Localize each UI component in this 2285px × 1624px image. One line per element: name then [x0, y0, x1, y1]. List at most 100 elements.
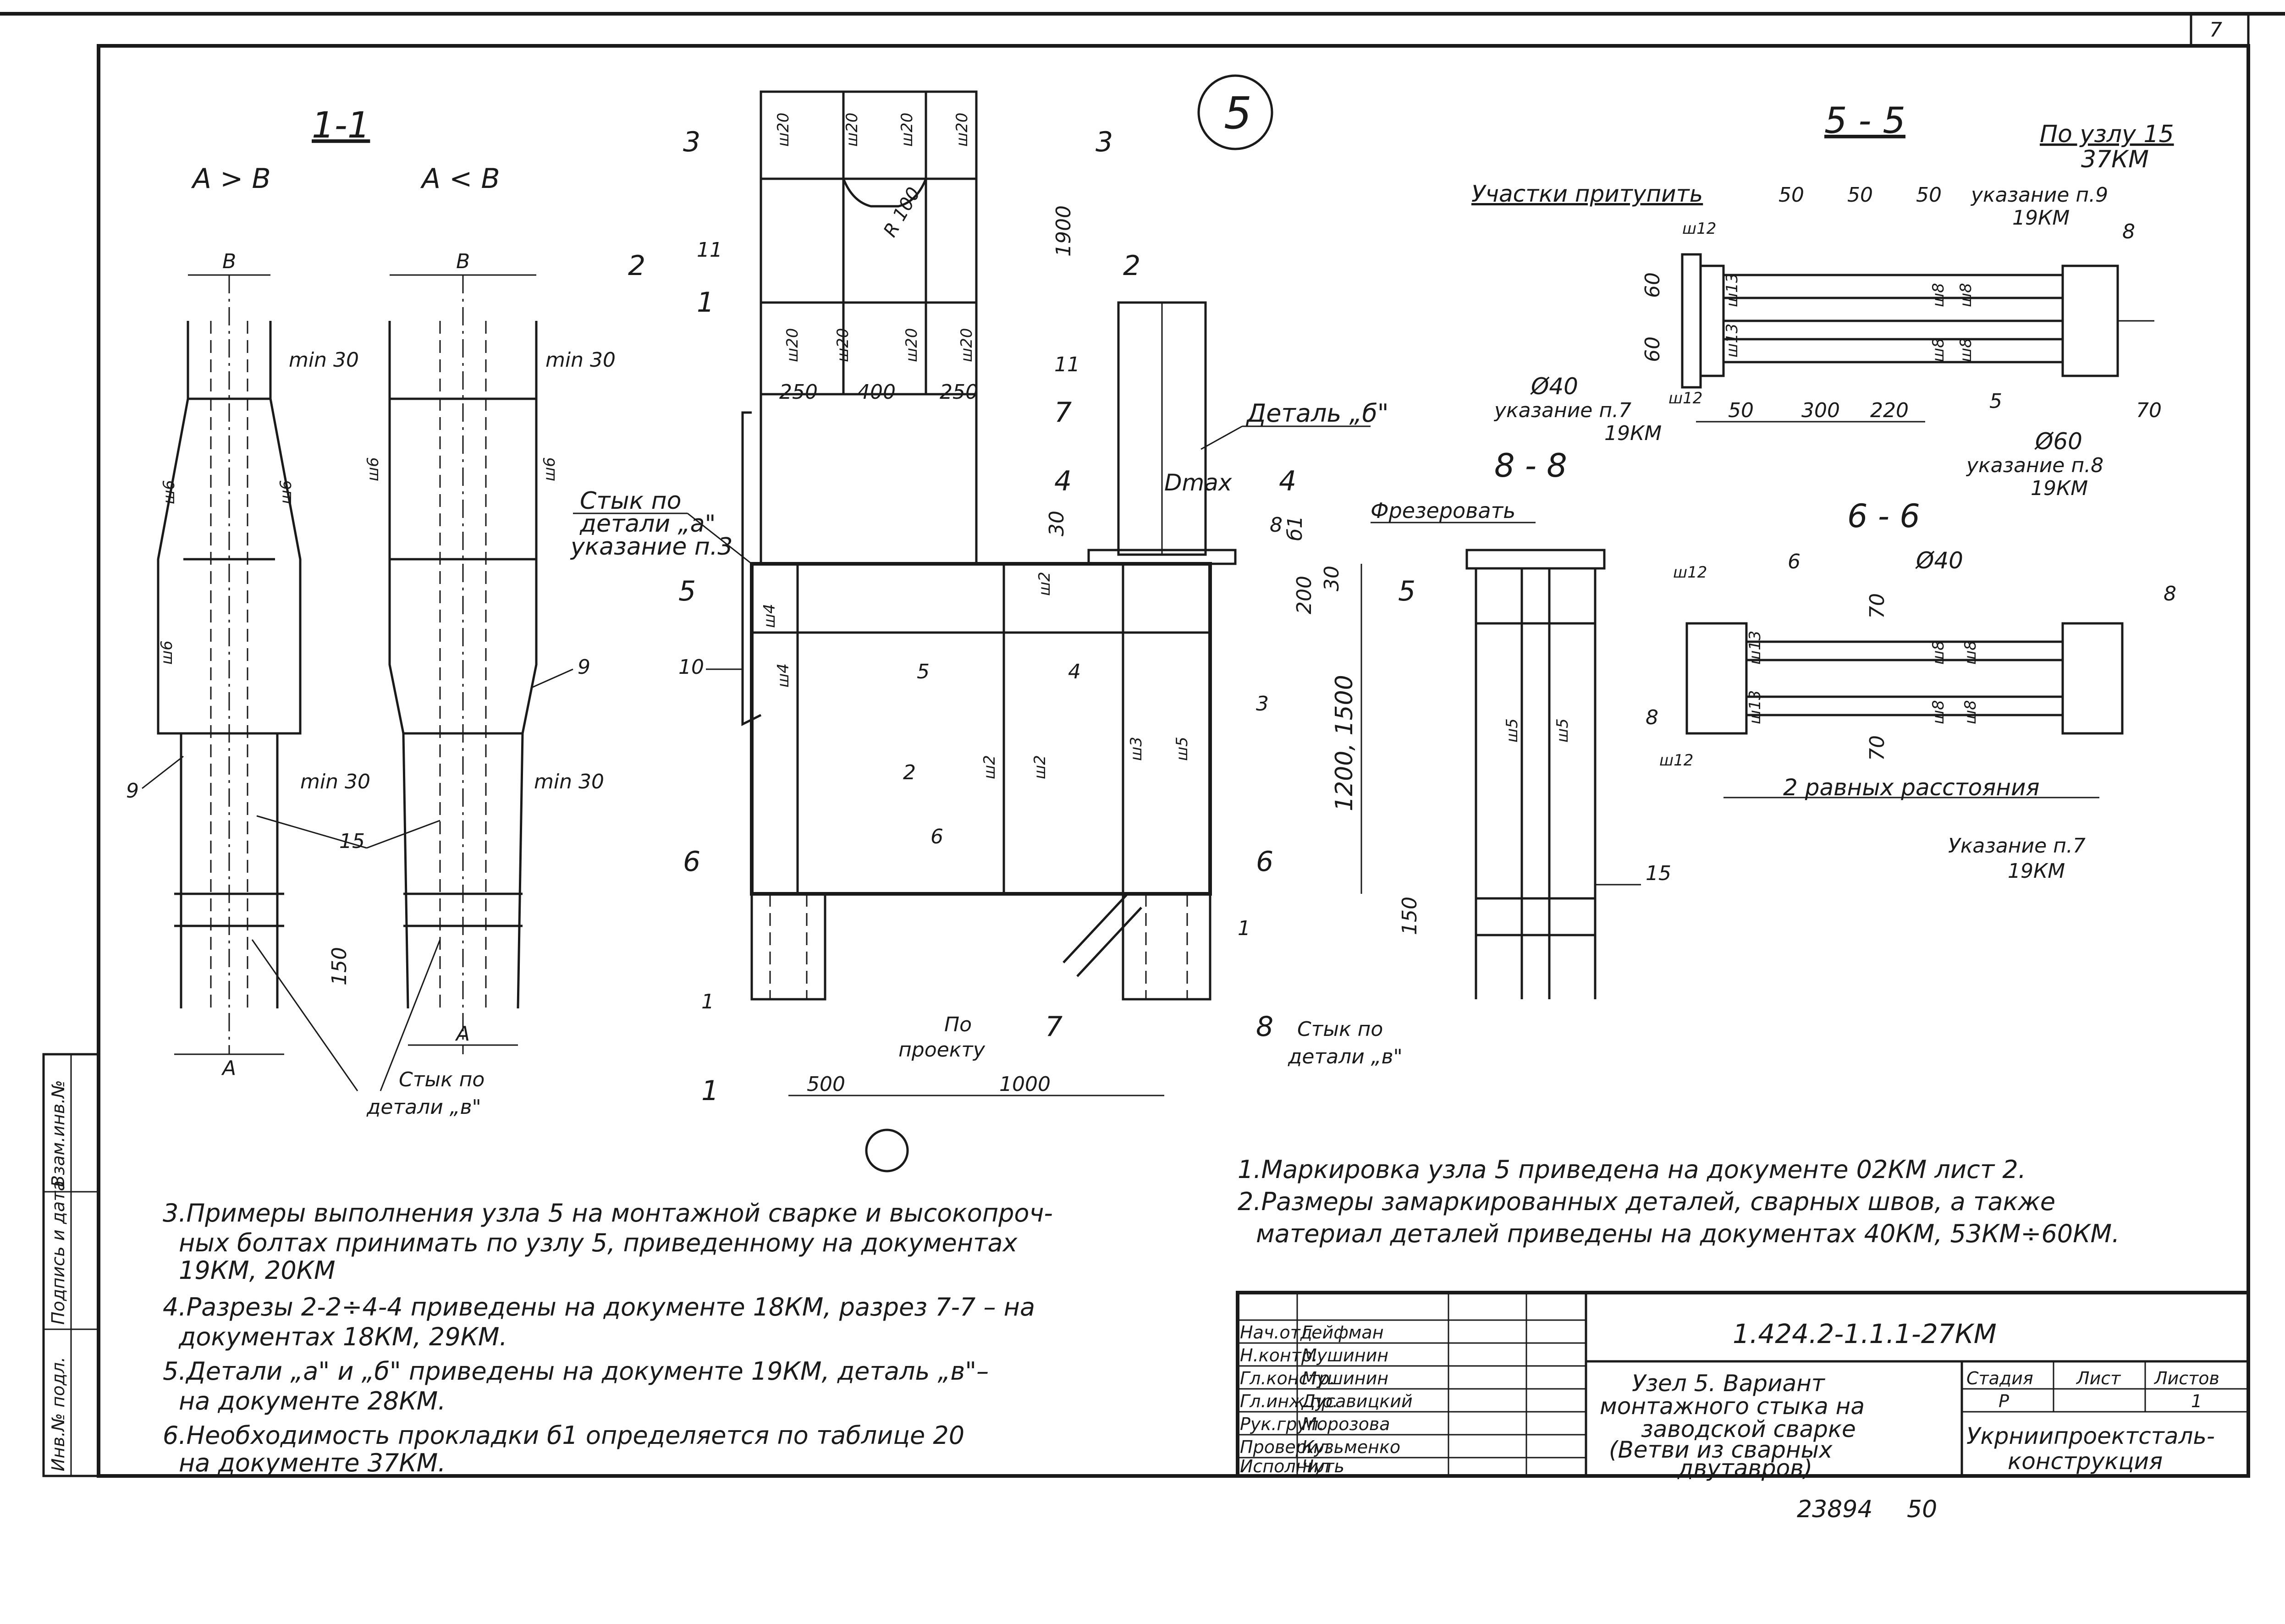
stage-label: Стадия — [1966, 1368, 2033, 1388]
callout-8-5-5: 8 — [2122, 220, 2135, 243]
dim-b-left: B — [222, 250, 236, 273]
min30-top-left: min 30 — [289, 348, 359, 372]
by-node-15: По узлу 15 — [2040, 121, 2174, 148]
d300: 300 — [1801, 399, 1840, 422]
joint-a-line-3: указание п.3 — [570, 533, 733, 561]
role-name: Мушинин — [1302, 1368, 1388, 1388]
w8-1: ш8 — [1929, 283, 1948, 307]
cut-2-left: 2 — [628, 250, 645, 282]
section-6-6-title: 6 - 6 — [1847, 497, 1920, 535]
note-left-line: на документе 37КМ. — [179, 1448, 446, 1477]
dim-b-right: B — [456, 250, 470, 273]
callout-3-elev: 3 — [1256, 692, 1269, 716]
weld-w6-right-1: ш6 — [364, 457, 382, 481]
role-label: Проверил — [1240, 1437, 1329, 1457]
case-a-less-b: A < B — [420, 163, 500, 195]
w12-top: ш12 — [1682, 220, 1716, 238]
cut-4-left: 4 — [1054, 465, 1072, 497]
weld-w2-1: ш2 — [980, 755, 999, 779]
node-marker: 5 — [1197, 74, 1273, 150]
min30-bottom-left: min 30 — [300, 770, 370, 793]
org-line-1: Укрниипроектсталь- — [1966, 1423, 2215, 1449]
w8-4: ш8 — [1957, 338, 1975, 362]
instr7-5-5-2: 19КМ — [1604, 422, 1662, 445]
sheet-label: Лист — [2076, 1368, 2121, 1388]
role-label: Н.контр. — [1240, 1345, 1318, 1365]
role-name: Чуть — [1302, 1456, 1344, 1476]
dim-30-left: 30 — [1045, 511, 1068, 536]
callout-5-elev: 5 — [917, 660, 930, 683]
d50-3: 50 — [1916, 183, 1942, 207]
callout-9-right: 9 — [578, 655, 590, 679]
note-left-line: 19КМ, 20КМ — [179, 1256, 336, 1285]
weld-w6-right-2: ш6 — [540, 457, 559, 481]
note-left-line: 4.Разрезы 2-2÷4-4 приведены на документе… — [163, 1293, 1035, 1321]
role-label: Исполнил — [1240, 1456, 1330, 1476]
instr7-5-5-1: указание п.7 — [1493, 399, 1631, 422]
role-name: Гейфман — [1302, 1322, 1384, 1343]
cut-5-left: 5 — [678, 575, 696, 607]
role-label: Нач.отд. — [1240, 1322, 1318, 1343]
weld-w5-8-8-right: ш5 — [1553, 718, 1572, 743]
note-right-line: 2.Размеры замаркированных деталей, сварн… — [1238, 1187, 2055, 1216]
cut-4-right: 4 — [1279, 465, 1296, 497]
notes-right: 1.Маркировка узла 5 приведена на докумен… — [1238, 1155, 2120, 1248]
stamp-signature-date: Подпись и дата — [48, 1180, 68, 1325]
note-left-line: 3.Примеры выполнения узла 5 на монтажной… — [163, 1199, 1053, 1228]
callout-1-elev-left: 1 — [701, 990, 714, 1013]
role-name: Дусавицкий — [1301, 1391, 1413, 1411]
notes-left: 3.Примеры выполнения узла 5 на монтажной… — [163, 1199, 1053, 1477]
weld-w2-3: ш2 — [1035, 572, 1054, 596]
role-name: Мушинин — [1302, 1345, 1388, 1365]
callout-1-elev-right: 1 — [1238, 917, 1250, 940]
phi60: Ø60 — [2034, 428, 2082, 455]
d60-bottom: 60 — [1641, 336, 1664, 362]
case-a-greater-b: A > B — [191, 163, 271, 195]
dim-a-left: A — [221, 1057, 236, 1080]
dim-1000: 1000 — [999, 1073, 1051, 1096]
d70: 70 — [2136, 399, 2162, 422]
page-corner-number: 7 — [2209, 18, 2222, 42]
section-1-1-title: 1-1 — [312, 105, 370, 146]
w8-6-6-4: ш8 — [1961, 700, 1980, 724]
dim-30-right: 30 — [1320, 566, 1343, 591]
sheets-value: 1 — [2191, 1391, 2202, 1411]
dmax-label: Dmax — [1164, 469, 1232, 496]
detail-b-label: Деталь „б" — [1246, 399, 1389, 428]
title-description: Узел 5. Вариант монтажного стыка на заво… — [1600, 1370, 1865, 1481]
dim-150-8-8: 150 — [1398, 897, 1421, 935]
cut-2-right: 2 — [1123, 250, 1140, 282]
weld-w6-left-2: ш6 — [277, 480, 295, 504]
w13-bottom: ш13 — [1723, 324, 1741, 358]
title-block: 1.424.2-1.1.1-27КМ Нач.отд. Гейфман Н.ко… — [1236, 1291, 2250, 1481]
node-elevation: 3 3 2 2 1 1 4 4 5 5 6 6 7 7 8 11 11 1900… — [570, 90, 1536, 1173]
phi40-5-5: Ø40 — [1530, 373, 1578, 400]
cut-7-top: 7 — [1054, 396, 1072, 429]
role-label: Гл.констр. — [1240, 1368, 1335, 1388]
by-node-37km: 37КМ — [2081, 146, 2149, 173]
blunt-areas: Участки притупить — [1471, 181, 1703, 207]
description-line: заводской сварке — [1641, 1416, 1856, 1442]
cut-1-top: 1 — [697, 286, 714, 319]
instr7-6-6-2: 19КМ — [2008, 859, 2065, 883]
equal-distances: 2 равных расстояния — [1783, 774, 2040, 801]
d50-2: 50 — [1847, 183, 1873, 207]
joint-v-label-1: Стык по — [399, 1068, 485, 1091]
w8-6-6-2: ш8 — [1961, 640, 1980, 665]
w8-3: ш8 — [1929, 338, 1948, 362]
weld-w6-left-3: ш6 — [158, 640, 176, 665]
callout-8-6-6-left: 8 — [1646, 706, 1658, 729]
side-stamp: Инв.№ подл. Подпись и дата Взам.инв.№ — [42, 1053, 100, 1477]
node-number: 5 — [1224, 88, 1252, 139]
stamp-replacement-inv: Взам.инв.№ — [48, 1080, 68, 1187]
dim-r100: R 100 — [880, 184, 925, 241]
weld-w20-1: ш20 — [774, 113, 793, 147]
joint-a-line-1: Стык по — [580, 487, 681, 515]
cut-6-right: 6 — [1256, 846, 1273, 878]
org-line-2: конструкция — [2008, 1448, 2163, 1475]
callout-6-6-6: 6 — [1788, 550, 1800, 573]
dim-1200-1500: 1200, 1500 — [1331, 675, 1358, 811]
dim-250-right: 250 — [940, 380, 978, 404]
joint-a-line-2: детали „а" — [579, 510, 716, 538]
